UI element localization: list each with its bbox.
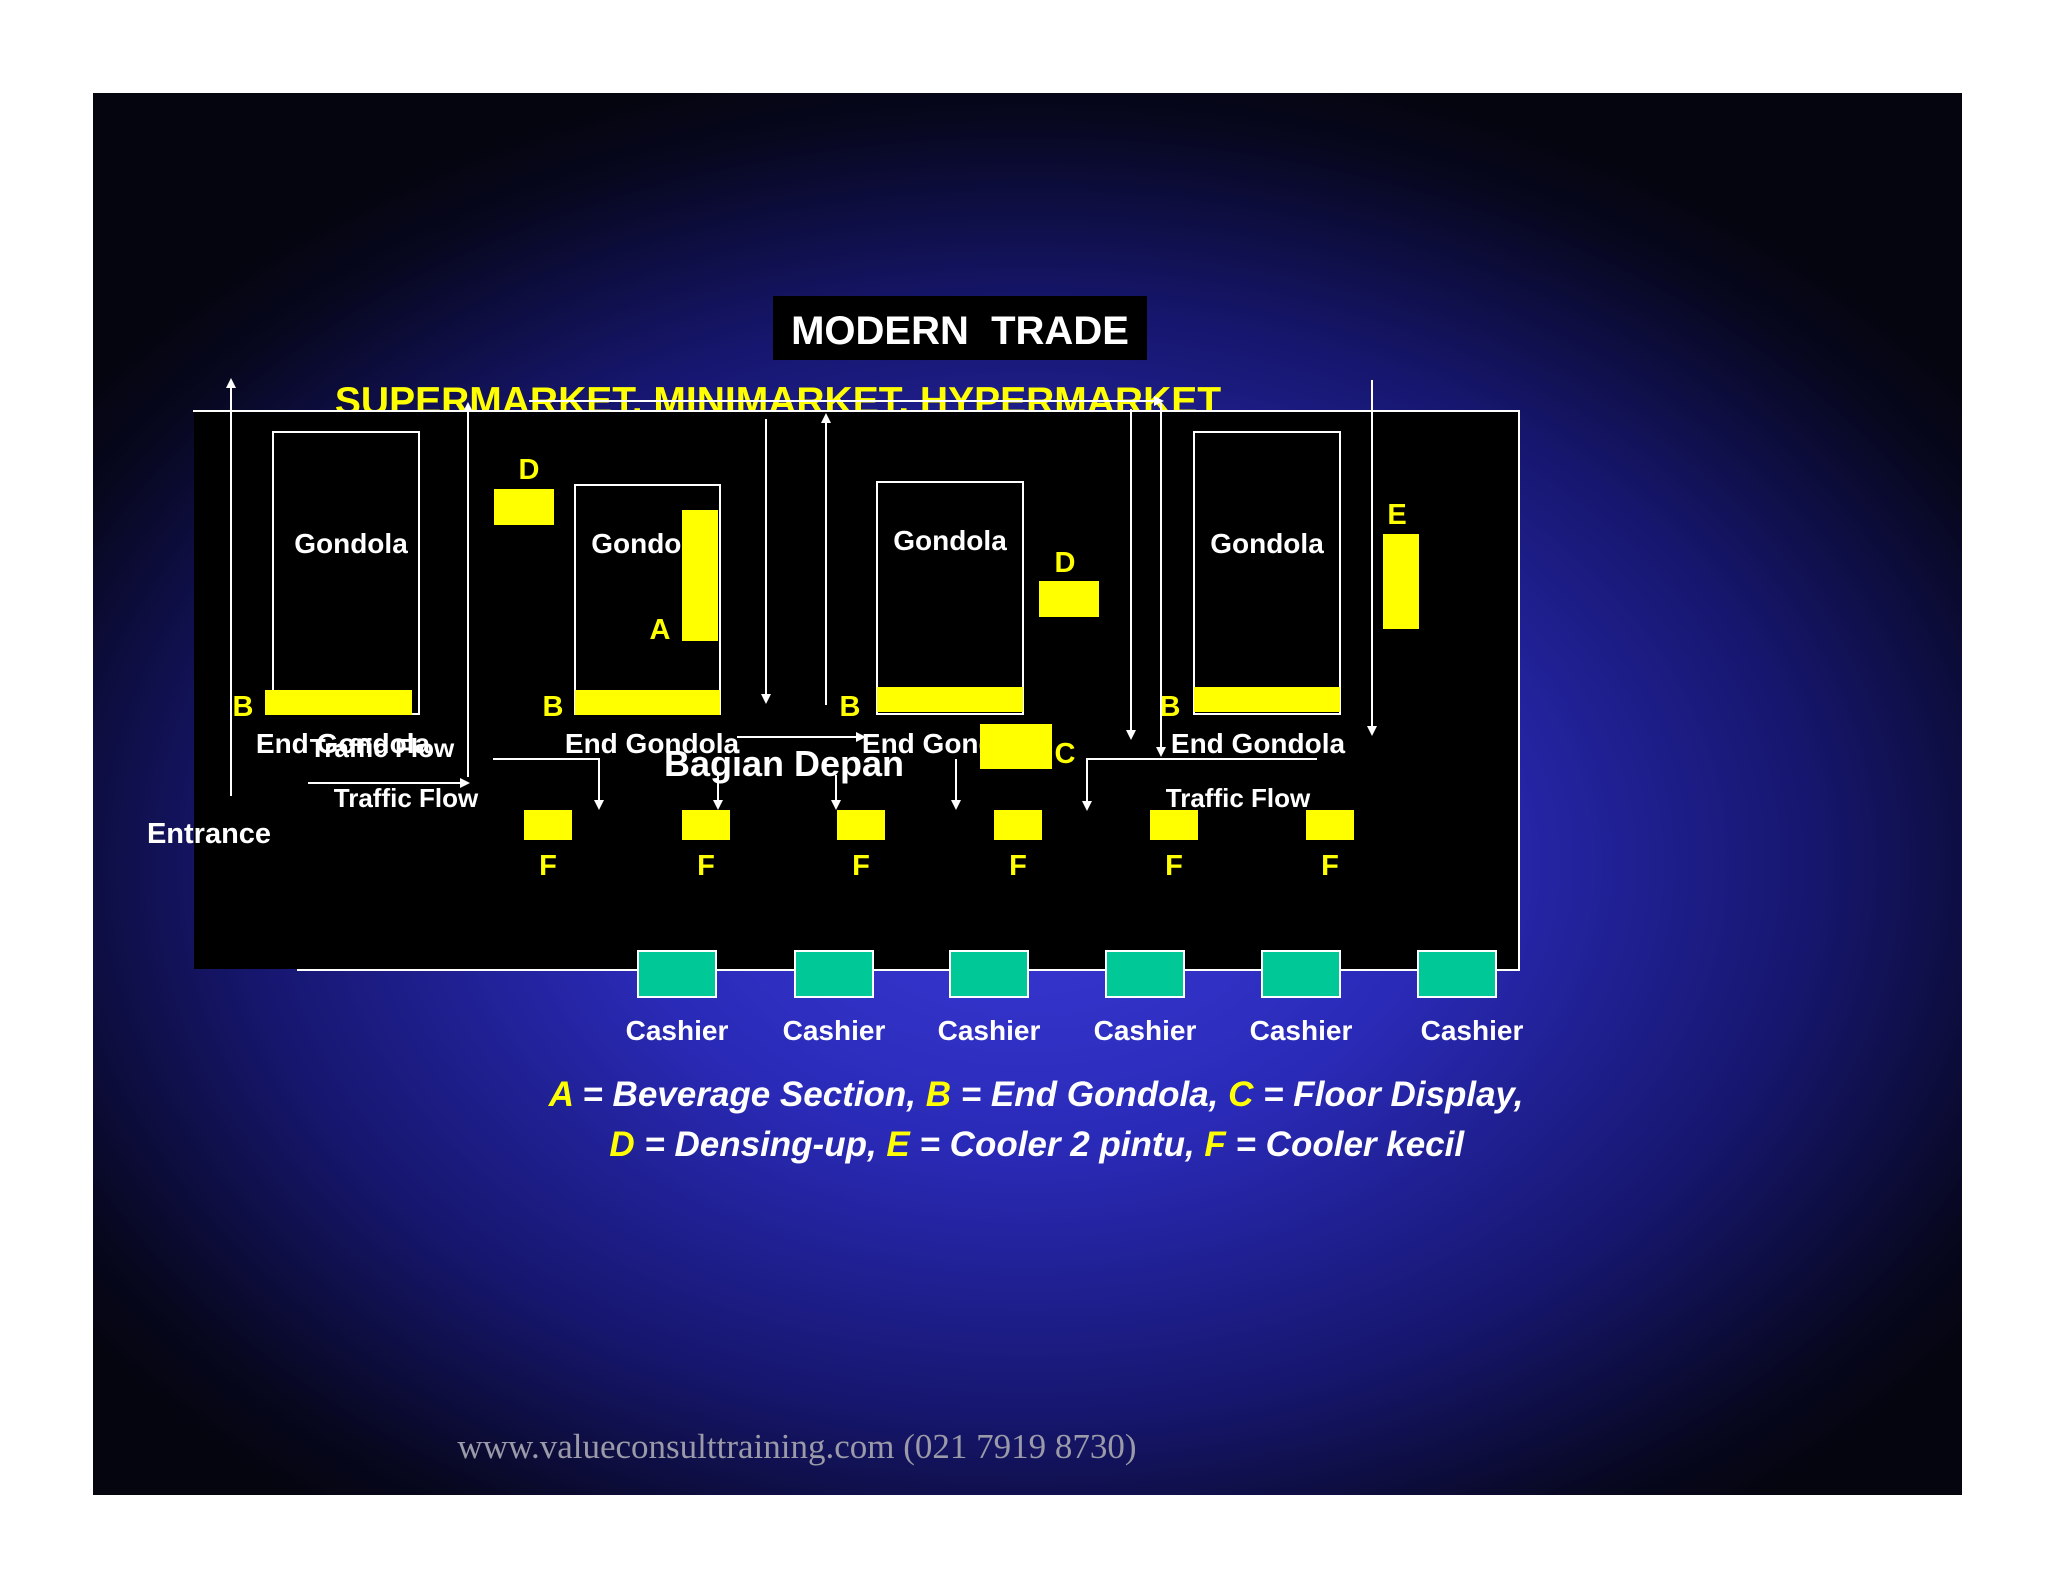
legend-text-a: = Beverage Section, [573,1075,926,1114]
footer-url: www.valueconsulttraining.com (021 7919 8… [457,1427,1136,1466]
legend-letter-d: D [609,1125,634,1164]
store-layout-diagram: MODERN TRADE SUPERMARKET, MINIMARKET, HY… [147,296,1552,1466]
bagian-depan-label: Bagian Depan [664,743,904,784]
marker-c: C [1055,738,1076,770]
cooler-kecil-6 [1306,810,1354,840]
marker-b-2: B [543,691,564,723]
end-gondola-4-label: End Gondola [1171,728,1346,759]
cashier-3 [949,950,1029,998]
legend-letter-b: B [926,1075,951,1114]
cooler-kecil-2 [682,810,730,840]
marker-a: A [650,614,671,646]
legend-text-f: = Cooler kecil [1226,1125,1466,1164]
gondola-4 [1193,431,1341,715]
cooler-kecil-3 [837,810,885,840]
traffic-flow-arrows [226,378,1377,811]
cashier-2 [794,950,874,998]
cashier-1-label: Cashier [626,1015,729,1046]
marker-b-3: B [840,691,861,723]
legend-text-b: = End Gondola, [951,1075,1228,1114]
title-box [773,296,1147,360]
beverage-section [682,510,718,641]
slide: MODERN TRADE SUPERMARKET, MINIMARKET, HY… [93,93,1962,1495]
marker-f-4: F [1009,850,1027,882]
traffic-flow-label-entrance: Traffic Flow [334,783,479,813]
densing-up-1 [494,489,554,525]
marker-d-1: D [519,454,540,486]
cooler-kecil-group [524,810,1354,840]
cashier-3-label: Cashier [938,1015,1041,1046]
entrance-label: Entrance [147,818,271,850]
end-gondola-3 [877,687,1023,712]
marker-f-3: F [852,850,870,882]
legend-letter-e: E [886,1125,911,1164]
marker-f-1: F [539,850,557,882]
cashier-4 [1105,950,1185,998]
page-title: MODERN TRADE [791,309,1129,353]
gondola-3 [876,481,1024,715]
legend-letter-a: A [548,1075,573,1114]
gondola-1-label: Gondola [294,528,408,559]
cashier-6 [1417,950,1497,998]
cooler-2-pintu [1383,534,1419,629]
cooler-kecil-1 [524,810,572,840]
legend-line-2: D = Densing-up, E = Cooler 2 pintu, F = … [561,1125,1494,1164]
legend-text-c: = Floor Display, [1253,1075,1523,1114]
gondola-1 [272,431,420,715]
marker-b-4: B [1160,691,1181,723]
gondola-3-label: Gondola [893,525,1007,556]
marker-d-2: D [1055,547,1076,579]
marker-f-2: F [697,850,715,882]
arrow-to-checkout-left [493,758,604,810]
gondola-4-label: Gondola [1210,528,1324,559]
end-gondola-1-label: End Gondola [256,728,431,759]
cooler-kecil-4 [994,810,1042,840]
legend-line-1: A = Beverage Section, B = End Gondola, C… [501,1075,1552,1114]
cashier-group [637,950,1497,998]
end-gondola-2 [575,690,720,715]
marker-f-5: F [1165,850,1183,882]
traffic-flow-label-top: Traffic Flow [310,733,455,763]
marker-b-1: B [233,691,254,723]
legend-letter-f: F [1204,1125,1227,1164]
traffic-flow-label-right: Traffic Flow [1166,783,1311,813]
legend-letter-c: C [1228,1075,1254,1114]
cashier-5-label: Cashier [1250,1015,1353,1046]
cashier-6-label: Cashier [1421,1015,1524,1046]
legend-text-d: = Densing-up, [635,1125,887,1164]
marker-e: E [1387,499,1406,531]
cashier-2-label: Cashier [783,1015,886,1046]
legend-text-e: = Cooler 2 pintu, [910,1125,1205,1164]
store-outline [193,410,1520,971]
floor-display [980,724,1052,769]
cashier-5 [1261,950,1341,998]
marker-f-6: F [1321,850,1339,882]
end-gondola-2-label: End Gondola [565,728,740,759]
cashier-4-label: Cashier [1094,1015,1197,1046]
cashier-1 [637,950,717,998]
densing-up-2 [1039,581,1099,617]
end-gondola-4 [1194,687,1340,712]
arrow-to-checkout-right [1082,758,1317,811]
end-gondola-1 [265,690,412,715]
cooler-kecil-5 [1150,810,1198,840]
